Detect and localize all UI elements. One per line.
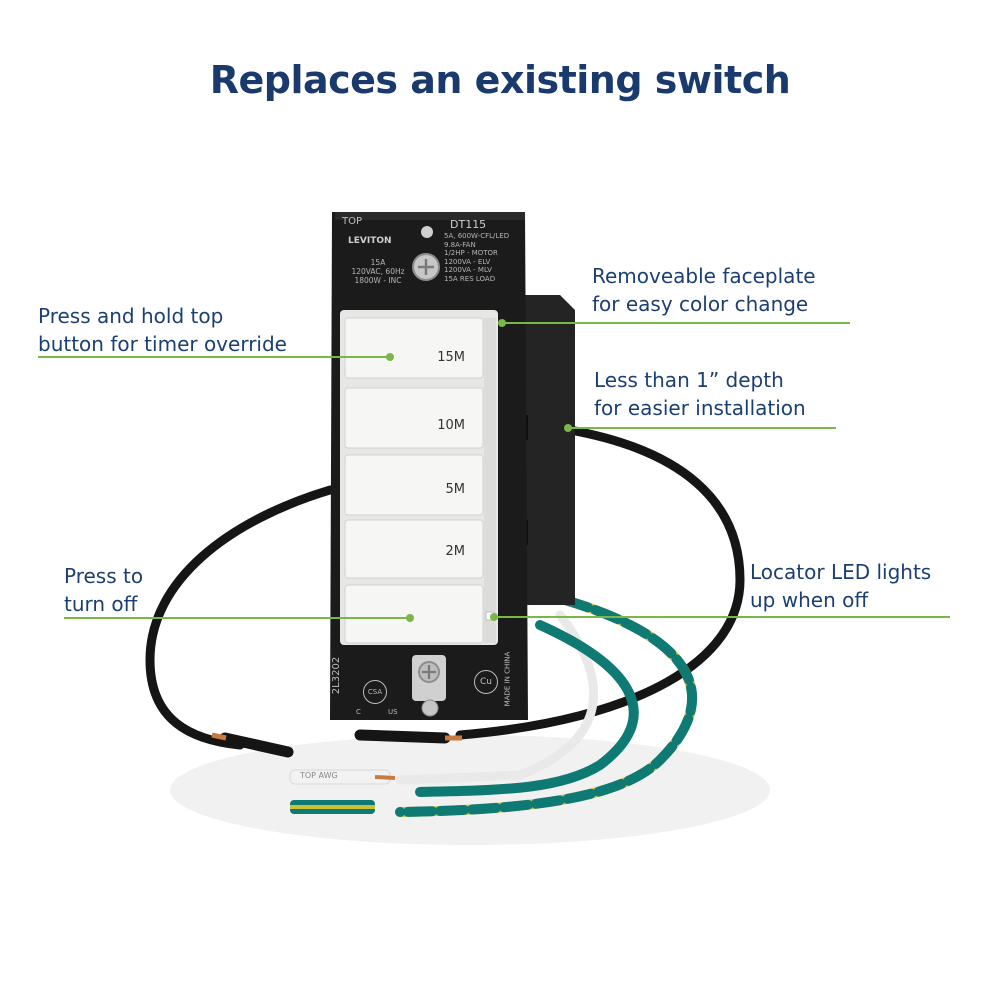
callout-depth-line: [568, 427, 836, 429]
button-off-shape: [344, 584, 484, 644]
callout-off-dot: [406, 614, 414, 622]
callout-depth-dot: [564, 424, 572, 432]
callout-faceplate: Removeable faceplate for easy color chan…: [592, 262, 816, 318]
button-10m-shape: [344, 387, 484, 449]
rating-left-line: 1800W - INC: [354, 276, 402, 285]
model-label: DT115: [450, 218, 487, 231]
copper-strand-white: [374, 775, 396, 780]
black-wire-right-end: [354, 729, 451, 744]
c-mark: C: [356, 708, 361, 716]
ground-wire-green: [395, 595, 698, 817]
callout-override: Press and hold top button for timer over…: [38, 302, 287, 358]
button-15m[interactable]: 15M: [345, 318, 483, 378]
rating-right-line: 1/2HP - MOTOR: [444, 249, 498, 257]
rating-left-line: 120VAC, 60Hz: [351, 267, 405, 276]
black-wire-left: [145, 485, 335, 750]
us-mark: US: [388, 708, 398, 716]
callout-led: Locator LED lights up when off: [750, 558, 931, 614]
black-wire-right: [455, 425, 745, 740]
wire-tag: TOP AWG: [300, 771, 338, 780]
callout-faceplate-line1: Removeable faceplate: [592, 264, 816, 288]
button-5m[interactable]: 5M: [345, 455, 483, 515]
callout-override-line2: button for timer override: [38, 332, 287, 356]
callout-depth-line1: Less than 1” depth: [594, 368, 784, 392]
rating-right-line: 1200VA - MLV: [444, 266, 492, 274]
callout-led-line1: Locator LED lights: [750, 560, 932, 584]
callout-override-line: [38, 356, 390, 358]
button-5m-shape: [344, 454, 484, 516]
callout-depth-line2: for easier installation: [594, 396, 806, 420]
callout-faceplate-dot: [498, 319, 506, 327]
rating-right-line: 5A, 600W-CFL/LED: [444, 232, 510, 240]
button-15m-shape: [344, 317, 484, 379]
rating-right-line: 15A RES LOAD: [444, 274, 496, 283]
callout-led-dot: [490, 613, 498, 621]
cu-mark: Cu: [474, 670, 498, 694]
callout-faceplate-line2: for easy color change: [592, 292, 809, 316]
callout-led-line: [494, 616, 950, 618]
copper-strand-left: [211, 732, 227, 741]
page-title: Replaces an existing switch: [209, 58, 791, 102]
brand-label: LEVITON: [348, 236, 392, 246]
callout-override-dot: [386, 353, 394, 361]
button-2m-label: 2M: [445, 544, 466, 559]
rating-left: 15A 120VAC, 60Hz 1800W - INC: [342, 258, 414, 285]
rating-right-line: 9.8A-FAN: [444, 240, 476, 249]
csa-mark: CSA: [363, 680, 387, 704]
button-2m[interactable]: 2M: [345, 520, 483, 578]
side-code-label: 2L3202: [331, 656, 343, 695]
made-in-label: MADE IN CHINA: [503, 651, 512, 707]
callout-off-line2: turn off: [64, 592, 138, 616]
callout-faceplate-line: [502, 322, 850, 324]
rating-right-line: 1200VA - ELV: [444, 257, 491, 266]
rating-right: 5A, 600W-CFL/LED 9.8A-FAN 1/2HP - MOTOR …: [444, 232, 524, 283]
callout-off: Press to turn off: [64, 562, 143, 618]
button-5m-label: 5M: [445, 482, 466, 497]
button-15m-label: 15M: [437, 350, 465, 365]
rating-left-line: 15A: [370, 258, 386, 267]
ground-wire-end-stripe: [290, 805, 375, 809]
strap-top-label: TOP: [342, 216, 363, 227]
button-2m-shape: [344, 519, 484, 579]
black-wire-left-end: [219, 732, 294, 758]
callout-off-line1: Press to: [64, 564, 144, 588]
button-10m[interactable]: 10M: [345, 388, 483, 448]
ground-wire-green-2: [415, 620, 639, 797]
callout-off-line: [64, 617, 410, 619]
callout-override-line1: Press and hold top: [38, 304, 224, 328]
button-off[interactable]: [345, 585, 483, 643]
callout-led-line2: up when off: [750, 588, 869, 612]
button-10m-label: 10M: [437, 418, 465, 433]
callout-depth: Less than 1” depth for easier installati…: [594, 366, 806, 422]
